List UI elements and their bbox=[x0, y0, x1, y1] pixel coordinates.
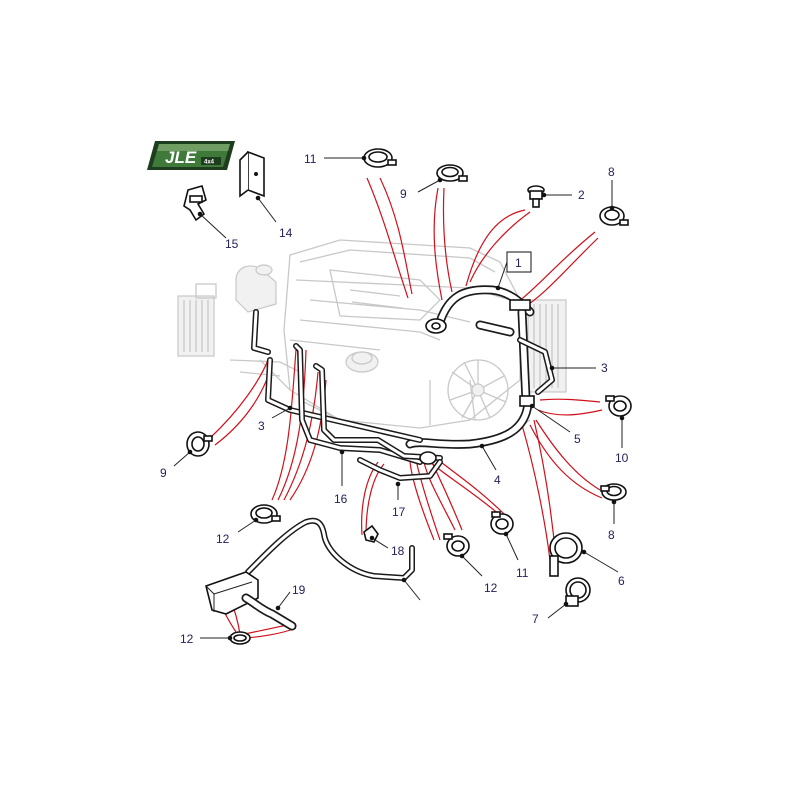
callout-7: 7 bbox=[532, 612, 539, 626]
heater-return bbox=[314, 364, 442, 460]
callout-18: 19 bbox=[292, 583, 306, 597]
callouts: 11 9 2 8 15 14 1 3 3 5 4 10 bbox=[160, 152, 629, 646]
spring-clip-9 bbox=[186, 431, 213, 457]
mounting-bracket bbox=[239, 150, 265, 198]
callout-12-bottom-left: 12 bbox=[180, 632, 194, 646]
matrix-hose bbox=[243, 595, 295, 629]
callout-4: 4 bbox=[494, 473, 501, 487]
callout-12-top: 11 bbox=[304, 152, 317, 166]
heater-feed bbox=[294, 344, 422, 464]
hose-clip-11-lower bbox=[490, 511, 514, 535]
clip-location-lines bbox=[209, 177, 603, 639]
brand-logo: JLE 4x4 bbox=[147, 141, 235, 170]
hose-connector-5 bbox=[519, 395, 535, 407]
callout-8-lower: 8 bbox=[608, 528, 615, 542]
callout-10: 10 bbox=[615, 451, 629, 465]
bypass-pipe bbox=[266, 338, 554, 442]
callout-3-left: 3 bbox=[258, 419, 265, 433]
engine-background bbox=[177, 239, 567, 449]
callout-12-centre: 12 bbox=[484, 581, 498, 595]
bottom-hose bbox=[407, 401, 531, 448]
spring-clip-8-lower bbox=[600, 483, 627, 501]
engine-fan bbox=[447, 359, 509, 421]
callout-9: 9 bbox=[160, 466, 167, 480]
callout-3-right: 3 bbox=[601, 361, 608, 375]
bleed-screw bbox=[527, 185, 545, 208]
hose-clip-12-bottom-left bbox=[229, 631, 251, 645]
callout-11-top: 9 bbox=[400, 187, 407, 201]
hose-clip-12-centre bbox=[443, 533, 470, 557]
oil-filler-cap bbox=[345, 351, 379, 373]
hose-connector-top bbox=[509, 299, 531, 311]
callout-5: 5 bbox=[574, 432, 581, 446]
callout-11-lower: 11 bbox=[516, 566, 529, 580]
hose-outlet-4 bbox=[419, 451, 437, 465]
spring-clip-8-top bbox=[599, 206, 629, 226]
callout-17: 18 bbox=[391, 544, 405, 558]
callout-6: 6 bbox=[618, 574, 625, 588]
vertical-hose bbox=[519, 309, 529, 403]
hose-clip-11-top bbox=[436, 164, 468, 182]
hoses bbox=[205, 285, 555, 631]
logo-sub-bg bbox=[201, 157, 221, 165]
pipe-retaining-clip bbox=[363, 524, 379, 543]
large-hose-clamp bbox=[549, 532, 583, 577]
logo-brand: JLE bbox=[165, 148, 197, 167]
heater-pipe bbox=[246, 519, 414, 580]
spring-clip-10 bbox=[605, 395, 632, 417]
callout-15: 16 bbox=[334, 492, 348, 506]
callout-16: 17 bbox=[392, 505, 406, 519]
retaining-clip bbox=[183, 185, 207, 222]
logo-shade bbox=[157, 144, 230, 151]
callout-2: 2 bbox=[578, 188, 585, 202]
hose-clip-12-top bbox=[363, 148, 397, 168]
callout-13: 14 bbox=[279, 226, 293, 240]
callout-8-top: 8 bbox=[608, 165, 615, 179]
logo-sub: 4x4 bbox=[204, 160, 215, 166]
heater-matrix bbox=[205, 571, 259, 615]
callout-1: 1 bbox=[515, 256, 522, 270]
worm-drive-clamp bbox=[565, 577, 591, 607]
callout-14: 15 bbox=[225, 237, 239, 251]
small-parts bbox=[183, 148, 632, 645]
callout-12-left: 12 bbox=[216, 532, 230, 546]
